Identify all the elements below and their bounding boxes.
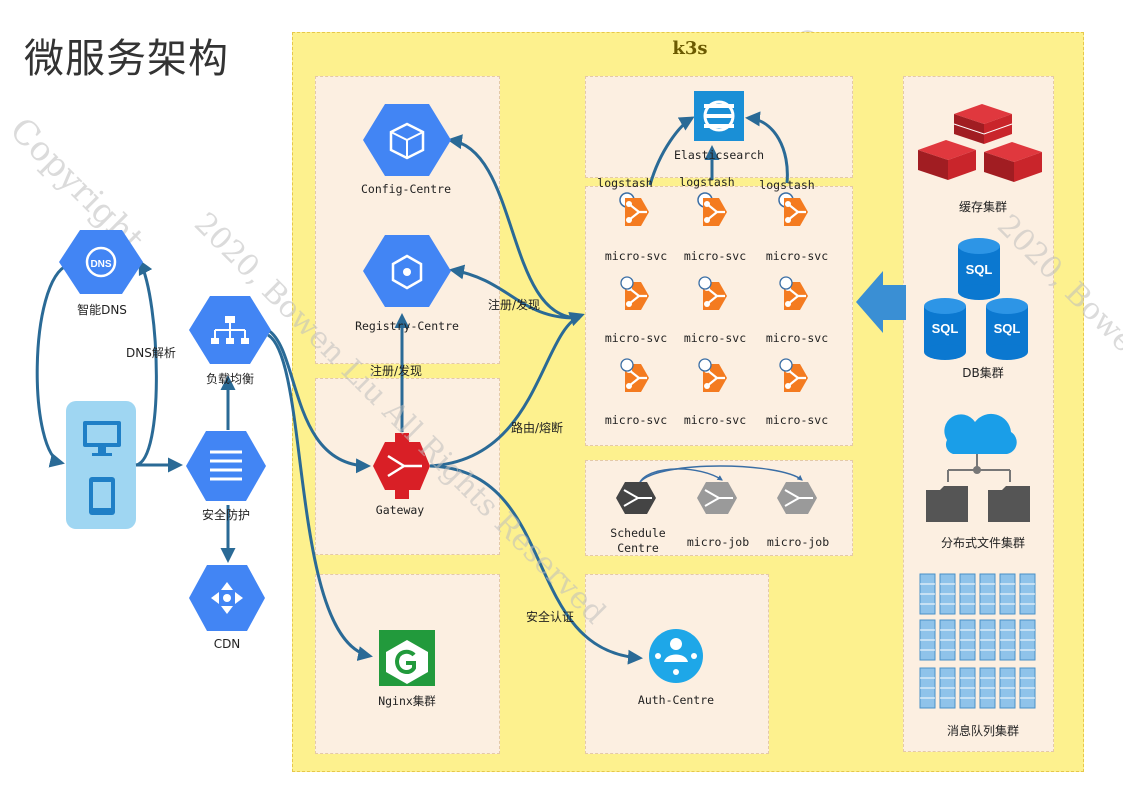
sql-label: SQL — [993, 321, 1021, 336]
registry-centre-hex-icon — [363, 235, 451, 307]
cdn-hex-icon — [189, 565, 265, 631]
auth-centre-icon — [649, 629, 703, 683]
file-cluster-icon — [926, 413, 1030, 522]
elasticsearch-label: Elasticsearch — [673, 148, 764, 162]
elasticsearch-icon — [694, 91, 744, 141]
redis-cluster-icon — [918, 104, 1042, 182]
edge-label-dns-resolve: DNS解析 — [126, 346, 176, 360]
micro-svc-label: micro-svc — [765, 331, 829, 345]
micro-svc-icon — [623, 196, 651, 228]
nginx-label: Nginx集群 — [378, 694, 436, 708]
micro-svc-label: micro-svc — [683, 249, 747, 263]
config-centre-label: Config-Centre — [360, 182, 451, 196]
gateway-label: Gateway — [375, 503, 425, 517]
edge-label-route-fuse: 路由/熔断 — [511, 421, 564, 435]
nginx-icon — [379, 630, 435, 686]
logstash-label-2: logstash — [679, 175, 735, 189]
edge-label-auth: 安全认证 — [526, 610, 575, 624]
dns-hex-icon: DNS — [59, 230, 143, 294]
tablet-icon — [89, 477, 115, 515]
svg-text:DNS: DNS — [90, 259, 111, 270]
schedule-centre-icon — [616, 482, 656, 514]
auth-centre-label: Auth-Centre — [637, 693, 715, 707]
db-label: DB集群 — [962, 366, 1004, 380]
micro-svc-label: micro-svc — [604, 331, 668, 345]
edge-schedule-to-job2 — [639, 465, 803, 483]
cache-label: 缓存集群 — [958, 200, 1007, 214]
logstash-label-1: logstash — [597, 176, 653, 190]
schedule-centre-label-1: Schedule — [610, 526, 666, 540]
micro-svc-icon — [782, 196, 810, 228]
edge-logstash3-to-es — [745, 111, 789, 184]
config-centre-hex-icon — [363, 104, 451, 176]
micro-svc-label: micro-svc — [604, 249, 668, 263]
k3s-label: k3s — [672, 38, 708, 59]
micro-job-label: micro-job — [686, 535, 750, 549]
edge-client-to-dns — [135, 259, 158, 467]
dns-label: 智能DNS — [77, 303, 127, 317]
edge-gateway-to-svc — [429, 312, 585, 468]
sql-label: SQL — [931, 321, 959, 336]
micro-job-icon — [777, 482, 817, 514]
page-title: 微服务架构 — [24, 36, 229, 82]
edge-svc-to-config — [447, 134, 581, 320]
edge-lb-to-gateway — [267, 328, 371, 474]
edge-label-register-1: 注册/发现 — [488, 298, 541, 312]
logstash-label-3: logstash — [759, 178, 815, 192]
registry-centre-label: Registry-Centre — [355, 319, 459, 333]
load-balancer-hex-icon — [189, 296, 271, 364]
edge-gateway-to-auth — [429, 464, 643, 665]
monitor-icon — [83, 421, 121, 456]
edge-logstash1-to-es — [648, 116, 695, 186]
sql-label: SQL — [965, 262, 993, 277]
db-cluster-icon — [924, 238, 1028, 360]
security-hex-icon — [186, 431, 266, 501]
security-label: 安全防护 — [201, 508, 250, 522]
gateway-icon — [373, 433, 430, 499]
middleware-arrow — [856, 271, 906, 333]
edge-schedule-to-job1 — [639, 468, 723, 483]
mq-label: 消息队列集群 — [946, 724, 1019, 738]
edge-svc-to-registry — [449, 264, 581, 320]
lb-label: 负载均衡 — [205, 372, 254, 386]
message-queue-icon — [919, 573, 1036, 709]
micro-job-label: micro-job — [766, 535, 830, 549]
micro-svc-icon — [701, 196, 729, 228]
schedule-centre-label-2: Centre — [617, 541, 659, 555]
micro-svc-label: micro-svc — [683, 413, 747, 427]
micro-svc-panel — [585, 186, 853, 446]
edge-label-register-2: 注册/发现 — [370, 364, 423, 378]
micro-job-icon — [697, 482, 737, 514]
micro-svc-label: micro-svc — [765, 413, 829, 427]
micro-svc-label: micro-svc — [683, 331, 747, 345]
fs-label: 分布式文件集群 — [940, 536, 1025, 550]
cdn-label: CDN — [213, 637, 241, 651]
edge-dns-to-client — [35, 263, 69, 468]
micro-svc-label: micro-svc — [765, 249, 829, 263]
edge-lb-to-nginx — [267, 333, 373, 661]
micro-svc-label: micro-svc — [604, 413, 668, 427]
